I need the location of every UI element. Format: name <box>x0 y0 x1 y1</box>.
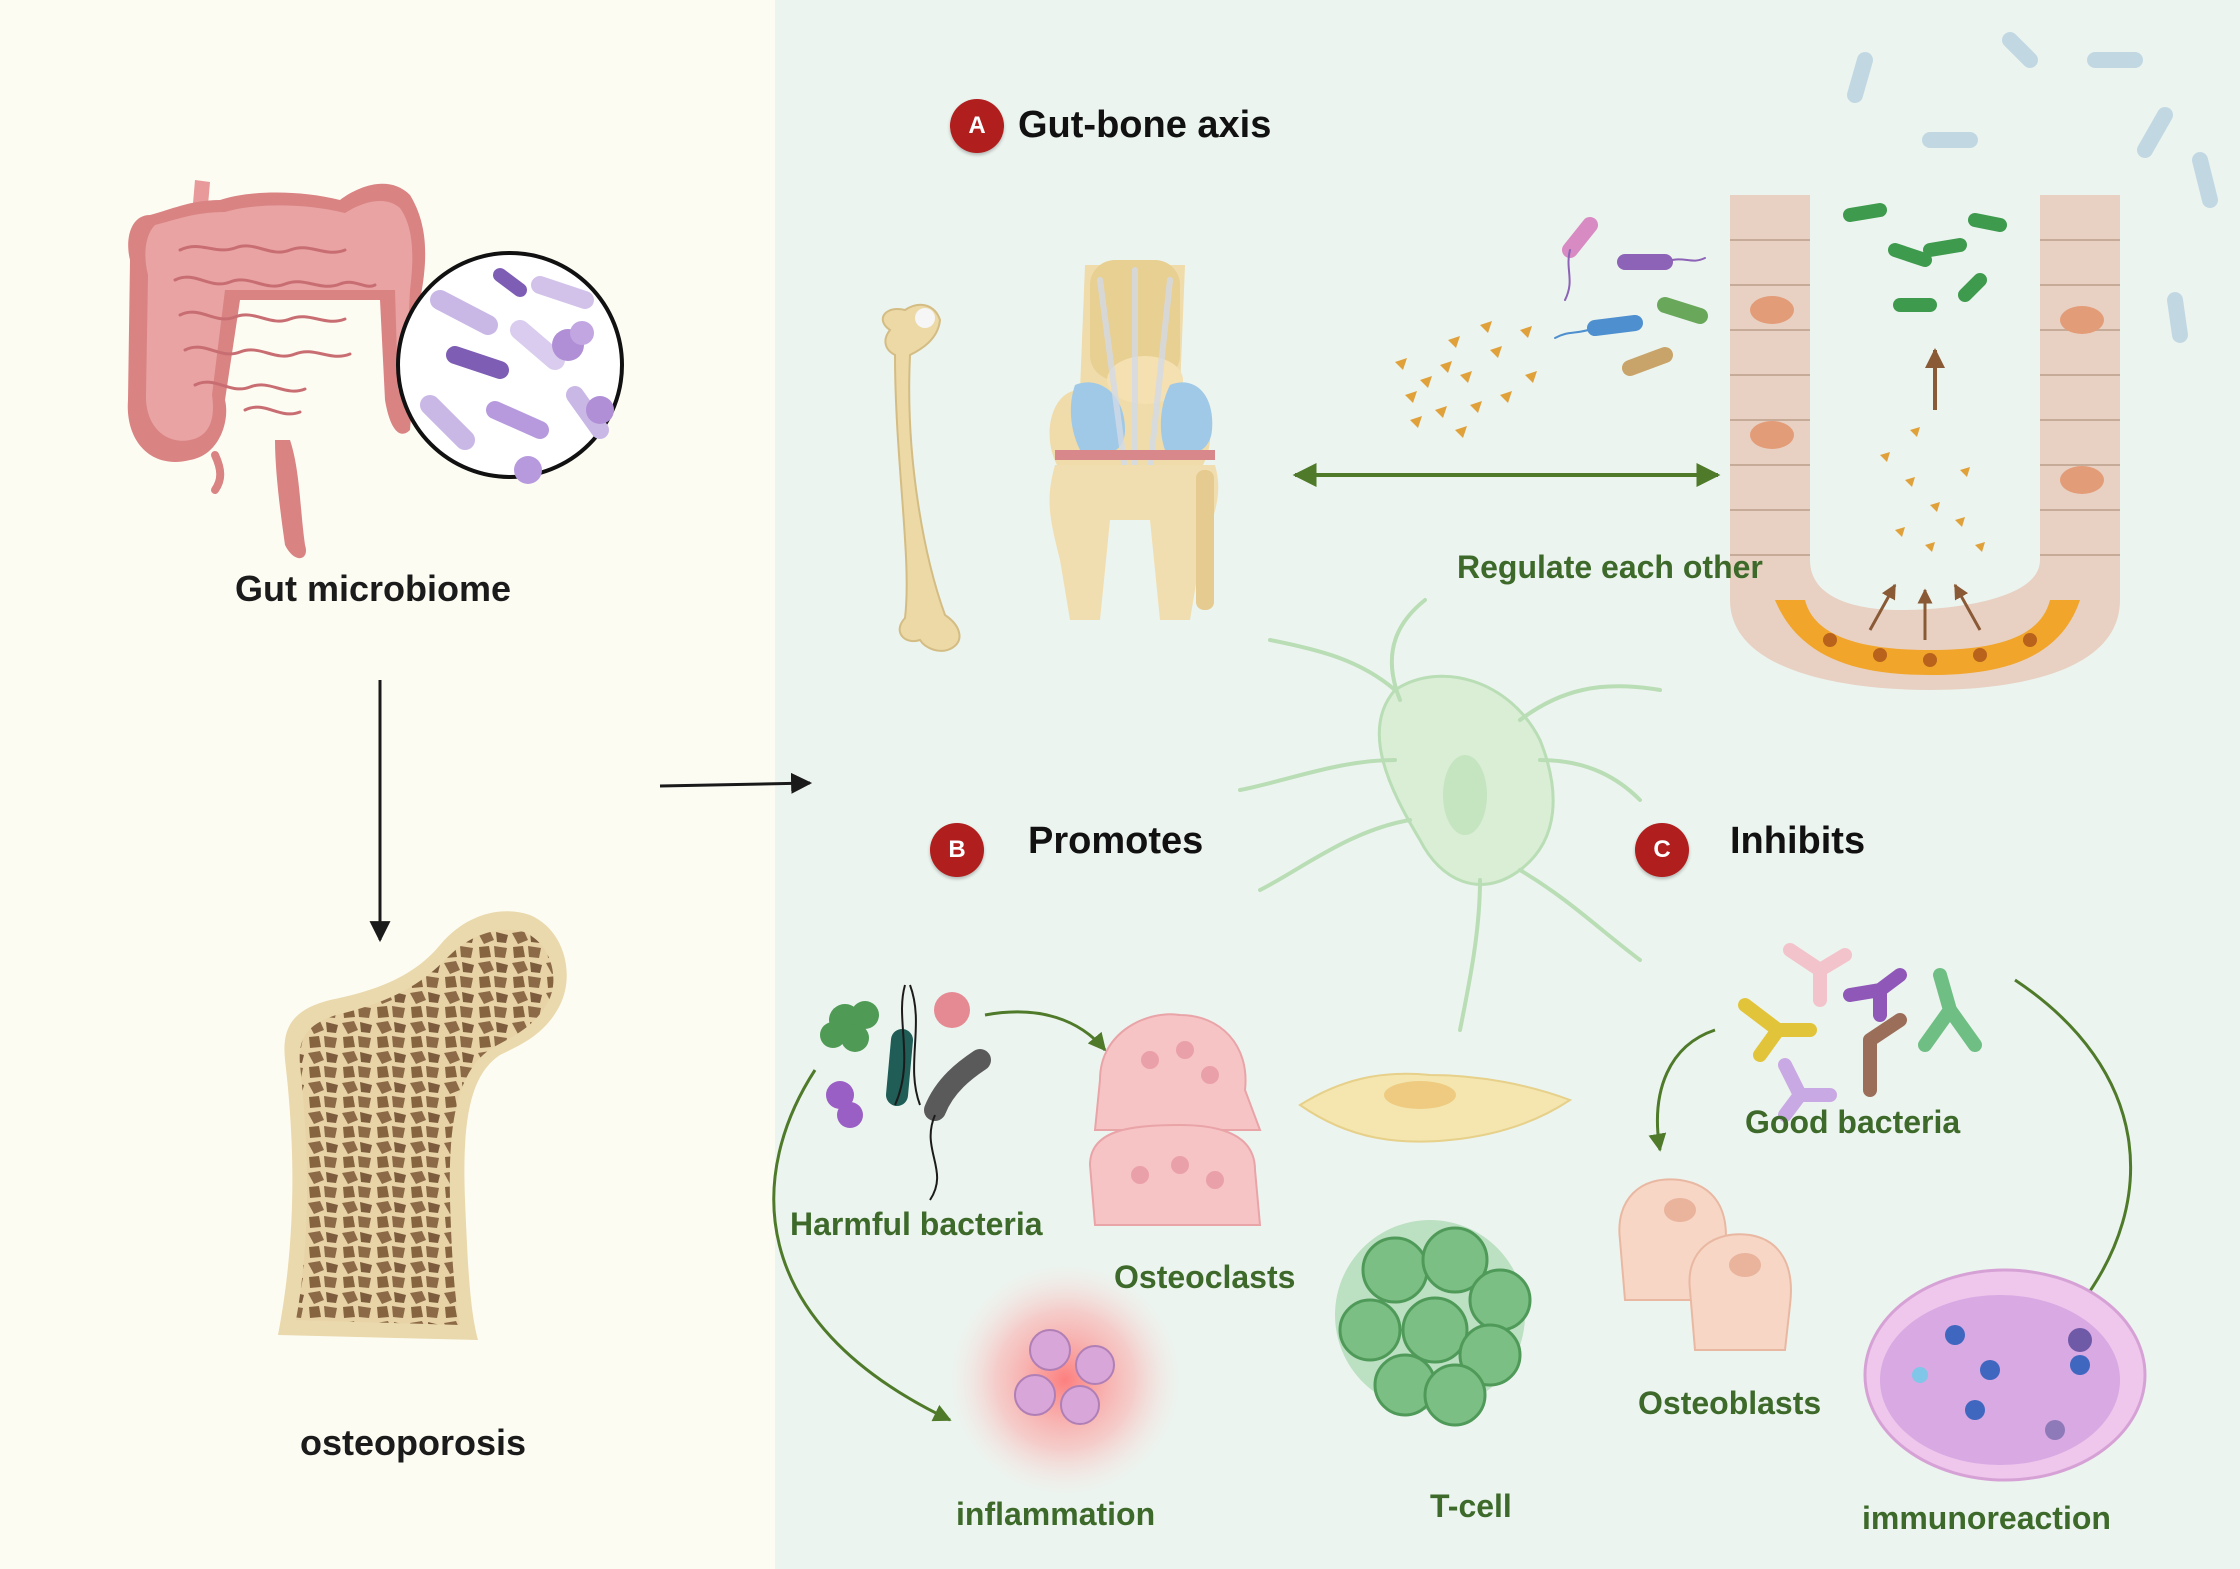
good-to-osteoblasts-arrow <box>1648 1028 1716 1152</box>
osteoblasts-illustration <box>1618 1178 1792 1351</box>
immunoreaction-illustration <box>1863 1268 2147 1482</box>
good-to-immunoreaction-arrow <box>2014 978 2133 1307</box>
harmful-to-osteoclasts-arrow <box>984 1010 1107 1052</box>
good-bacteria-illustration <box>1738 943 1982 1122</box>
inflammation-label: inflammation <box>956 1496 1156 1532</box>
villus-secretion-arrows <box>1868 583 1982 640</box>
gut-bone-axis-title: Gut-bone axis <box>1018 104 1272 146</box>
intestine-illustration <box>127 180 426 559</box>
villus-metabolites <box>1880 427 1985 552</box>
badge-c: C <box>1635 823 1689 877</box>
tcell-label: T-cell <box>1430 1488 1512 1524</box>
inflammation-illustration <box>950 1265 1180 1495</box>
osteoclasts-label: Osteoclasts <box>1114 1259 1296 1295</box>
intestinal-villus-illustration <box>1730 195 2120 690</box>
gut-bacteria-group <box>1554 217 1708 376</box>
gut-microbiome-label: Gut microbiome <box>235 568 512 609</box>
dendritic-cell-illustration <box>1238 598 1662 1032</box>
tcell-illustration <box>1335 1220 1532 1427</box>
femur-illustration <box>881 303 961 652</box>
harmful-bacteria-illustration <box>820 984 991 1201</box>
fibroblast-illustration <box>1298 1072 1573 1143</box>
osteoporotic-femur-illustration <box>278 911 567 1340</box>
promotes-title: Promotes <box>1028 820 1204 862</box>
left-to-right-arrow <box>659 772 813 794</box>
regulate-each-other-label: Regulate each other <box>1457 549 1763 585</box>
osteoblasts-label: Osteoblasts <box>1638 1385 1822 1421</box>
badge-a: A <box>950 99 1004 153</box>
lumen-bacteria <box>1847 32 2218 343</box>
good-bacteria-label: Good bacteria <box>1745 1104 1961 1140</box>
inhibits-title: Inhibits <box>1730 820 1866 862</box>
microbiome-magnifier <box>396 251 624 484</box>
badge-b: B <box>930 823 984 877</box>
metabolites-cluster <box>1395 321 1537 438</box>
harmful-bacteria-label: Harmful bacteria <box>790 1206 1043 1242</box>
harmful-to-inflammation-arrow <box>772 1069 952 1422</box>
knee-joint-illustration <box>1049 260 1219 620</box>
immunoreaction-label: immunoreaction <box>1862 1500 2111 1536</box>
osteoclasts-illustration <box>1088 1013 1262 1226</box>
villus-green-bacteria <box>1843 203 2007 312</box>
osteoporosis-label: osteoporosis <box>300 1422 527 1463</box>
